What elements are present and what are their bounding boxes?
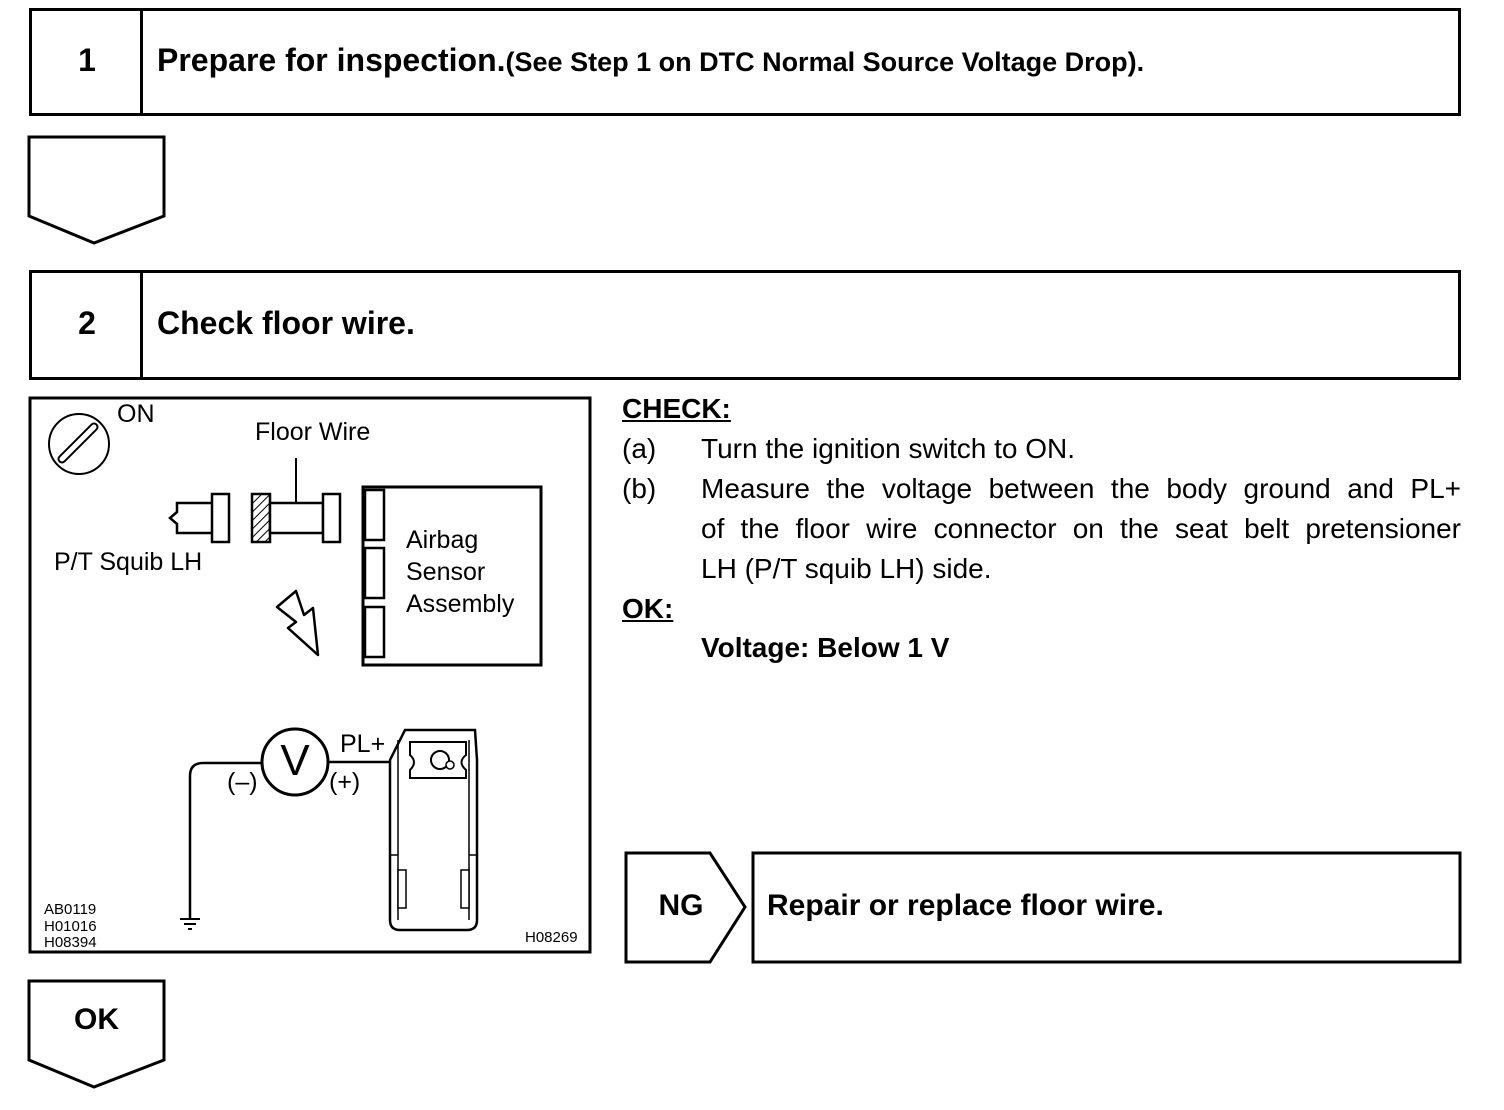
check-item-b-line-2: of the floor wire connector on the seat …: [701, 513, 1461, 544]
step-1-title: Prepare for inspection.(See Step 1 on DT…: [157, 42, 1144, 79]
figure-code-1: AB0119: [44, 901, 97, 918]
step-1-title-main: Prepare for inspection.: [157, 42, 506, 78]
step-1-title-note: (See Step 1 on DTC Normal Source Voltage…: [505, 47, 1145, 77]
ng-action-text: Repair or replace floor wire.: [767, 889, 1164, 922]
pretensioner-connector-icon: [388, 728, 479, 932]
check-item-a-text: Turn the ignition switch to ON.: [701, 433, 1076, 464]
check-item-a-marker: (a): [622, 433, 657, 464]
ng-arrow-icon: [624, 851, 747, 964]
step-1-divider: [140, 8, 143, 116]
positive-probe-label: (+): [329, 768, 361, 796]
ng-label: NG: [658, 889, 704, 922]
down-arrow-icon: [27, 135, 166, 245]
ok-down-arrow-icon: [27, 979, 166, 1089]
floor-wire-connector-icon: [250, 458, 342, 544]
ground-icon: [180, 918, 200, 930]
check-heading: CHECK:: [622, 393, 731, 424]
ng-action-box: [751, 851, 1462, 964]
view-arrow-icon: [275, 589, 320, 657]
squib-label: P/T Squib LH: [54, 548, 203, 576]
airbag-sensor-assembly-icon: [361, 485, 543, 667]
check-item-b-line-3: LH (P/T squib LH) side.: [701, 553, 992, 584]
squib-connector-icon: [168, 492, 231, 544]
switch-on-label: ON: [117, 400, 155, 428]
step-1-box: [29, 8, 1461, 116]
floor-wire-label: Floor Wire: [255, 418, 371, 446]
ok-arrow-label: OK: [74, 1003, 119, 1036]
step-2-number: 2: [78, 305, 96, 341]
step-2-box: [29, 270, 1461, 380]
sensor-label-3: Assembly: [406, 590, 515, 618]
step-2-title: Check floor wire.: [157, 305, 415, 341]
figure-code-right: H08269: [525, 929, 578, 946]
check-item-b-line-1: Measure the voltage between the body gro…: [701, 473, 1461, 504]
step-1-number: 1: [78, 42, 96, 78]
figure-code-3: H08394: [44, 934, 97, 951]
step-2-divider: [140, 270, 143, 380]
negative-probe-label: (–): [227, 768, 258, 796]
voltmeter-symbol: V: [280, 736, 310, 785]
terminal-pl-label: PL+: [340, 730, 386, 758]
ok-heading: OK:: [622, 593, 674, 624]
ok-spec: Voltage: Below 1 V: [701, 632, 950, 663]
check-item-b-marker: (b): [622, 473, 657, 504]
sensor-label-2: Sensor: [406, 558, 486, 586]
sensor-label-1: Airbag: [406, 526, 479, 554]
ignition-switch-icon: [48, 413, 110, 475]
figure-frame: [28, 396, 592, 954]
figure-code-2: H01016: [44, 918, 97, 935]
